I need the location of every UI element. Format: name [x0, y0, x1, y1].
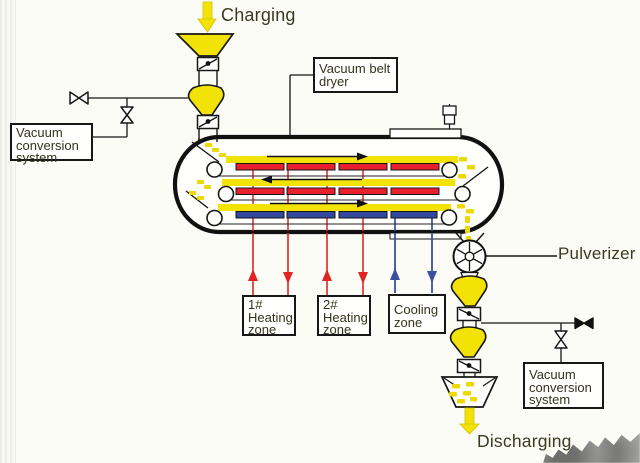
roller-icon [217, 185, 235, 203]
charging-funnel-icon [174, 33, 235, 57]
heater-bars-row2 [235, 187, 440, 195]
exit-cone-line [475, 232, 485, 243]
heating-zone1-lines [248, 233, 293, 295]
cooling-zone-box: Cooling zone [388, 294, 446, 334]
exit-cone-line [455, 232, 465, 243]
belt-top [226, 156, 458, 163]
nozzle-icon [443, 114, 456, 125]
cooling-zone-lines [390, 233, 437, 293]
roller-icon [440, 209, 458, 226]
roller-icon [454, 185, 471, 203]
discharge-collector [440, 376, 499, 408]
nozzle-icon [442, 105, 457, 116]
rotary-valve-icon [456, 306, 482, 322]
manhole-rect [389, 128, 462, 139]
heating-zone-2-box: 2# Heating zone [317, 295, 371, 336]
fan-hopper-icon [187, 84, 225, 116]
roller-icon [206, 161, 223, 178]
heating-zone-1-box: 1# Heating zone [242, 295, 296, 336]
vacuum-valve-icon [120, 106, 134, 124]
vent-valve-icon [574, 317, 594, 330]
belt-bottom [218, 204, 451, 211]
belt-direction-arrows [261, 152, 368, 208]
vacuum-valve-icon [554, 330, 568, 349]
belt-middle [222, 179, 455, 186]
vacuum-conversion-system-box-right: Vacuum conversion system [523, 362, 604, 409]
roller-icon [206, 209, 223, 227]
heating-medium-lines [252, 167, 364, 231]
charging-arrow-icon [197, 1, 217, 33]
roller-icon [441, 161, 458, 179]
fan-hopper-icon [449, 326, 487, 358]
belt-rollers [206, 161, 471, 227]
support-frame [389, 232, 462, 240]
vent-valve-icon [69, 91, 89, 105]
charging-label: Charging [221, 5, 296, 25]
pulverizer-label: Pulverizer [558, 244, 636, 263]
heater-bars-row1 [235, 163, 440, 171]
scan-edge-artifact [0, 0, 16, 463]
pulverizer-icon [452, 239, 487, 274]
vacuum-belt-dryer-box: Vacuum belt dryer [313, 57, 398, 93]
fan-hopper-icon [450, 275, 488, 307]
heating-zone2-lines [322, 233, 368, 295]
cooler-bars-row [235, 211, 438, 219]
rotary-valve-icon [196, 114, 220, 130]
discharging-label: Discharging [477, 431, 572, 451]
rotary-valve-icon [196, 56, 220, 72]
rotary-valve-icon [456, 358, 482, 374]
discharging-arrow-icon [459, 407, 480, 435]
vacuum-conversion-system-box-left: Vacuum conversion system [10, 123, 93, 164]
